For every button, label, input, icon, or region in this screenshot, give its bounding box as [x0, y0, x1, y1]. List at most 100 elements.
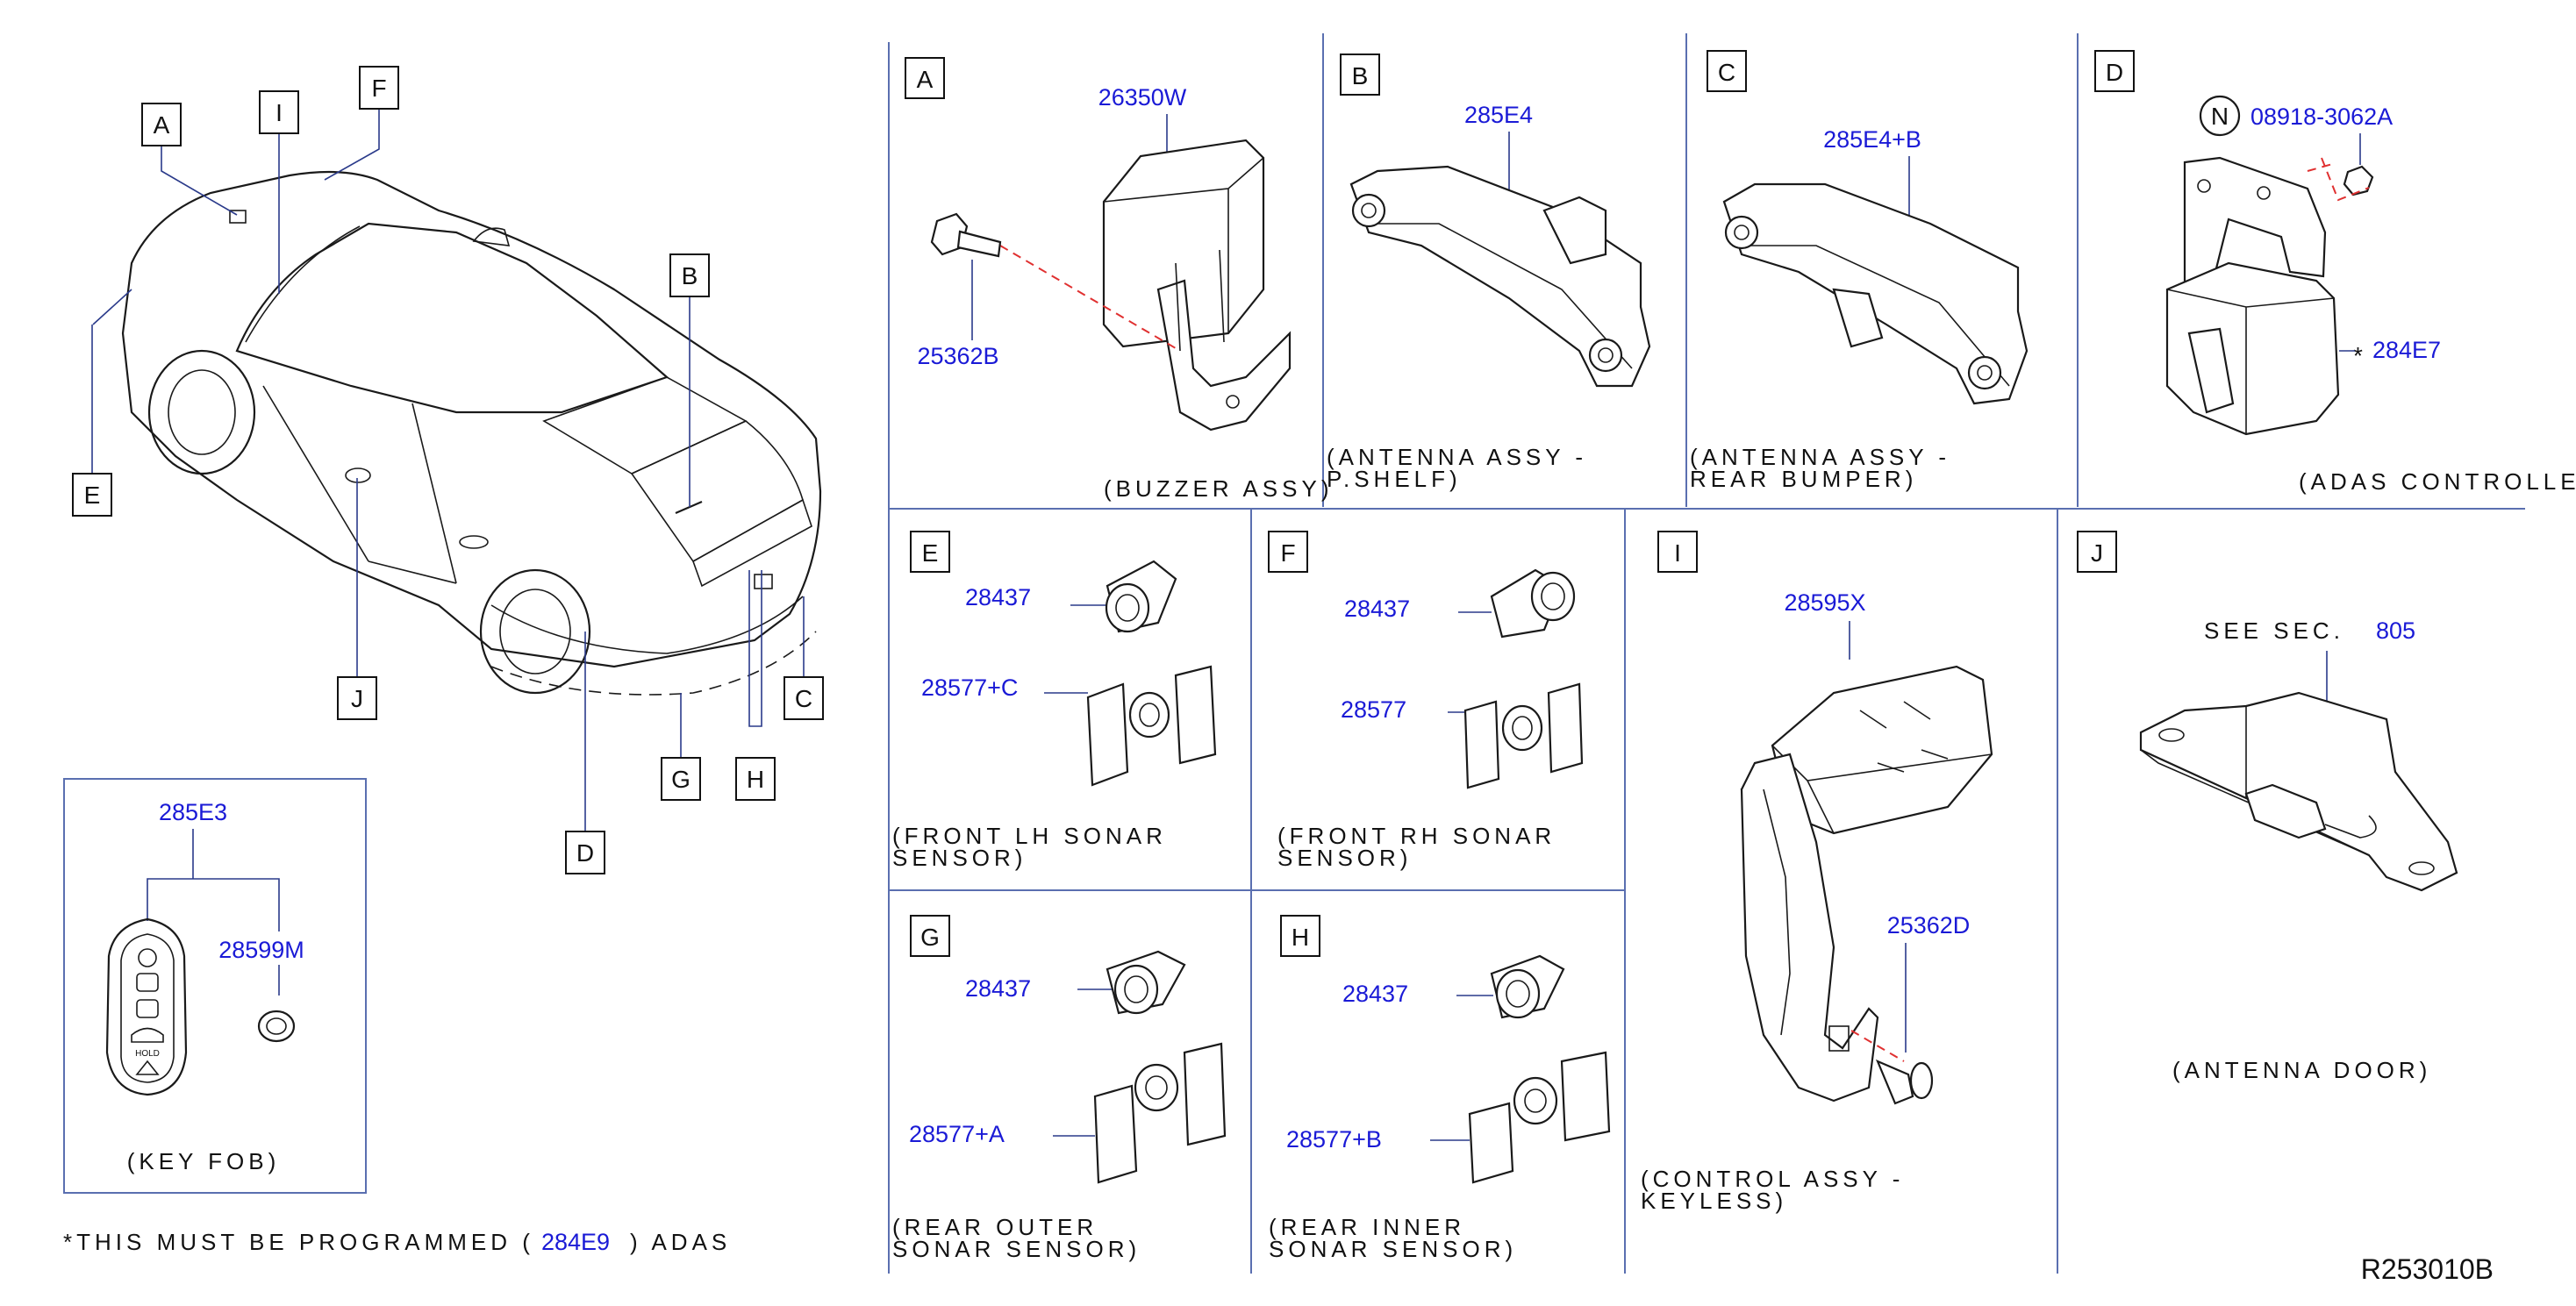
part-number-285e4[interactable]: 285E4: [1464, 102, 1533, 128]
part-number-28577-a[interactable]: 28577+A: [909, 1121, 1005, 1147]
keyfob-battery: [257, 1010, 296, 1043]
part-number-26350w[interactable]: 26350W: [1098, 84, 1187, 111]
part-number-28577-c[interactable]: 28577+C: [921, 674, 1018, 701]
car-overview: [121, 170, 822, 696]
panel-g-letter: G: [920, 924, 940, 951]
panel-i: I 28595X 25362D (CONTROL ASSY - KEYLESS): [1641, 531, 1993, 1214]
callout-j[interactable]: J: [337, 676, 377, 720]
part-number-28599m[interactable]: 28599M: [218, 937, 304, 963]
keyfob-trunk-icon[interactable]: [131, 1027, 164, 1043]
part-number-08918-3062a[interactable]: 08918-3062A: [2250, 103, 2393, 130]
part-number-28577-b[interactable]: 28577+B: [1286, 1126, 1382, 1153]
bolt-shank: [956, 230, 1002, 258]
panel-c-caption-2: REAR BUMPER): [1690, 466, 1917, 492]
keyfob-lock-button[interactable]: [136, 973, 159, 992]
callout-c[interactable]: C: [784, 676, 824, 720]
footnote-suffix: ) ADAS: [630, 1229, 731, 1255]
panel-j-caption: (ANTENNA DOOR): [2172, 1057, 2431, 1083]
panel-h: H 28437 28577+B (REAR INNER SONAR SENSOR…: [1269, 915, 1611, 1262]
panel-j: J SEE SEC. 805 (ANTENNA DOOR): [2077, 531, 2458, 1083]
car-door-handle: [345, 467, 371, 483]
car-taillamp: [692, 498, 812, 588]
panel-c-letter: C: [1718, 59, 1735, 86]
panel-g-caption-2: SONAR SENSOR): [892, 1236, 1141, 1262]
keyfob-body: [105, 917, 188, 1096]
nut: [2343, 165, 2374, 196]
part-number-28437-g[interactable]: 28437: [965, 975, 1031, 1002]
panel-c: C 285E4+B (ANTENNA ASSY - REAR BUMPER): [1690, 50, 2029, 492]
keyfob-remote-start-icon[interactable]: [138, 948, 157, 967]
asterisk: *: [2353, 342, 2363, 369]
panel-e-caption-2: SENSOR): [892, 845, 1027, 871]
panel-b-letter: B: [1352, 62, 1369, 89]
car-callout-leaders: [91, 109, 805, 831]
part-number-285e3[interactable]: 285E3: [159, 799, 227, 825]
buzzer-body: [1102, 139, 1265, 348]
car-plate-sensor: [754, 574, 773, 589]
panel-g-caption-1: (REAR OUTER: [892, 1214, 1098, 1240]
drawing-code: R253010B: [2361, 1253, 2494, 1285]
keyless-bracket: [1740, 753, 1879, 1103]
panel-b-caption-1: (ANTENNA ASSY -: [1327, 444, 1587, 470]
footnote-part-284e9[interactable]: 284E9: [541, 1229, 610, 1255]
part-number-28437-f[interactable]: 28437: [1344, 596, 1410, 622]
buzzer-bracket: [1156, 279, 1292, 432]
keyfob-panel: 285E3 28599M HOLD (KEY FOB): [63, 778, 367, 1194]
part-number-284e7[interactable]: 284E7: [2372, 337, 2441, 363]
part-number-28437-h[interactable]: 28437: [1342, 981, 1408, 1007]
car-trunk-lid: [630, 420, 804, 563]
callout-a[interactable]: A: [141, 103, 182, 146]
sonar-bracket-e: [1086, 682, 1129, 787]
see-sec-805[interactable]: 805: [2376, 617, 2415, 644]
keyfob-unlock-button[interactable]: [136, 999, 159, 1018]
panel-b-caption-2: P.SHELF): [1327, 466, 1462, 492]
part-number-285e4-b[interactable]: 285E4+B: [1823, 126, 1921, 153]
keyfob-caption: (KEY FOB): [127, 1148, 281, 1174]
panel-i-caption-2: KEYLESS): [1641, 1188, 1787, 1214]
panel-d: D N 08918-3062A * 284E7 (ADAS CONTROLLER…: [2094, 50, 2576, 495]
footnote-prefix: *THIS MUST BE PROGRAMMED (: [63, 1229, 534, 1255]
callout-h[interactable]: H: [735, 757, 776, 801]
screw-25362d: [1875, 1059, 1914, 1105]
svg-text:A: A: [154, 111, 170, 139]
car-rear-wheel: [479, 568, 591, 695]
svg-text:J: J: [351, 685, 363, 712]
callout-b[interactable]: B: [669, 253, 710, 297]
car-door-lines: [262, 385, 457, 584]
part-number-28437-e[interactable]: 28437: [965, 584, 1031, 610]
panel-b: B 285E4 (ANTENNA ASSY - P.SHELF): [1327, 54, 1651, 492]
callout-f[interactable]: F: [359, 66, 399, 110]
car-front-wheel: [147, 349, 256, 475]
part-number-25362d[interactable]: 25362D: [1887, 912, 1971, 938]
car-rear-window: [542, 376, 748, 475]
callout-g[interactable]: G: [661, 757, 701, 801]
callout-d[interactable]: D: [565, 831, 605, 874]
part-number-25362b[interactable]: 25362B: [917, 343, 998, 369]
sonar-bracket-f: [1463, 700, 1500, 789]
sonar-bracket-g: [1093, 1084, 1138, 1184]
panel-a-caption: (BUZZER ASSY): [1104, 475, 1333, 502]
panel-d-caption: (ADAS CONTROLLER): [2299, 468, 2576, 495]
footnote: *THIS MUST BE PROGRAMMED ( 284E9 ) ADAS: [63, 1229, 731, 1255]
callout-e[interactable]: E: [72, 473, 112, 517]
car-front-wheel-hub: [168, 369, 236, 455]
panel-f-letter: F: [1280, 539, 1295, 567]
part-number-28595x[interactable]: 28595X: [1784, 589, 1865, 616]
car-bumper-dashed: [490, 631, 817, 696]
sonar-bracket-h: [1468, 1102, 1514, 1184]
svg-text:H: H: [747, 766, 764, 793]
callout-i[interactable]: I: [259, 90, 299, 134]
keyfob-inner: [120, 933, 175, 1083]
marker-n-circle: [2199, 95, 2241, 137]
antenna-rear-bumper: [1722, 182, 2029, 405]
panel-h-caption-2: SONAR SENSOR): [1269, 1236, 1517, 1262]
panel-c-caption-1: (ANTENNA ASSY -: [1690, 444, 1950, 470]
part-number-28577[interactable]: 28577: [1341, 696, 1406, 723]
svg-text:F: F: [371, 75, 386, 102]
keyfob-panic-icon[interactable]: [135, 1060, 160, 1075]
svg-text:I: I: [275, 99, 283, 126]
panel-e-caption-1: (FRONT LH SONAR: [892, 823, 1167, 849]
panel-grid: [888, 33, 2525, 1274]
panel-g: G 28437 28577+A (REAR OUTER SONAR SENSOR…: [892, 915, 1227, 1262]
